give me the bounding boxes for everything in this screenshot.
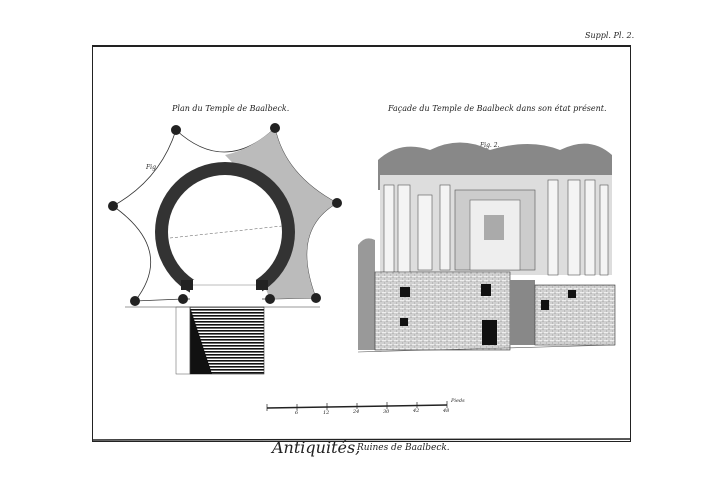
caption-sub: Ruines de Baalbeck. — [357, 443, 450, 453]
scale-unit-label: Pieds — [451, 398, 465, 404]
scale-tick-label: 42 — [413, 408, 420, 414]
plate-frame — [92, 45, 631, 442]
figure1-label: Fig. 1. — [146, 164, 166, 171]
scale-tick-label: 24 — [353, 409, 360, 415]
caption-main: Antiquités, — [272, 438, 361, 457]
scale-bar — [266, 401, 448, 411]
figure2-label: Fig. 2. — [480, 142, 500, 149]
temple-plan — [108, 123, 342, 375]
scale-tick-label: 12 — [323, 410, 330, 416]
scale-tick-label: 48 — [443, 408, 450, 414]
scale-tick-label: 6 — [295, 410, 299, 416]
plate-number: Suppl. Pl. 2. — [585, 31, 635, 40]
temple-facade — [357, 142, 616, 353]
scale-tick-label: 30 — [383, 409, 390, 415]
figure2-title: Façade du Temple de Baalbeck dans son ét… — [388, 104, 607, 113]
figure1-title: Plan du Temple de Baalbeck. — [172, 104, 290, 113]
